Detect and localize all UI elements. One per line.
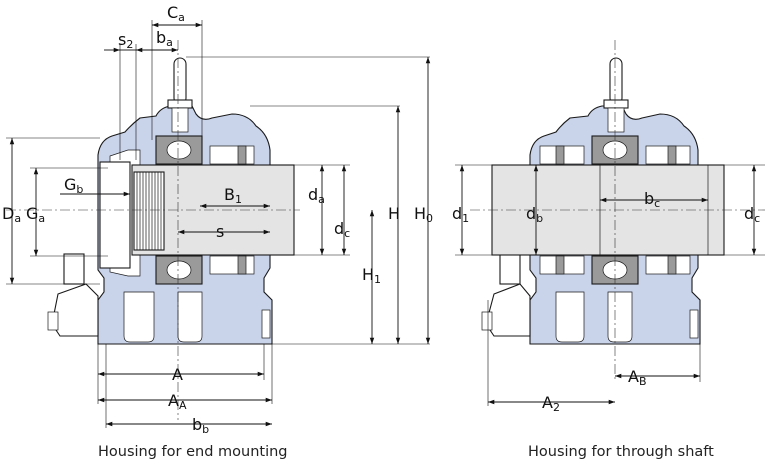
left-base-slot-2	[177, 291, 203, 343]
label-d1: d1	[452, 204, 469, 225]
label-b1: B1	[224, 185, 242, 206]
label-da-outer: Da	[2, 204, 21, 225]
label-gb: Gb	[64, 175, 83, 196]
label-db: db	[526, 204, 543, 225]
label-aa: AA	[168, 391, 187, 412]
label-s2: s2	[118, 30, 133, 51]
end-mounting-view: Ca s2 ba Gb Da Ga B1 s da dc H1 H H0 A A…	[2, 3, 433, 460]
label-h: H	[388, 204, 400, 223]
label-s: s	[216, 222, 224, 241]
label-h0: H0	[414, 204, 433, 225]
label-ab: AB	[628, 367, 647, 388]
label-h1: H1	[362, 265, 381, 286]
end-cover	[99, 161, 131, 269]
lifting-bolt	[167, 57, 193, 133]
right-lifting-bolt	[603, 57, 629, 133]
label-a: A	[172, 365, 183, 384]
label-bc: bc	[644, 189, 660, 210]
right-oil-gauge	[481, 253, 531, 337]
label-ba: ba	[156, 28, 173, 49]
caption-through-shaft: Housing for through shaft	[528, 444, 714, 460]
label-dc-right: dc	[744, 204, 760, 225]
oil-gauge	[47, 253, 99, 337]
label-ca: Ca	[167, 3, 185, 24]
through-shaft-view: d1 db bc dc AB A2 Housing for through sh…	[452, 40, 765, 460]
label-bb: bb	[192, 415, 209, 436]
label-ga: Ga	[26, 204, 45, 225]
label-dc: dc	[334, 219, 350, 240]
shaft-thread	[133, 171, 165, 251]
label-a2: A2	[542, 393, 560, 414]
caption-end-mounting: Housing for end mounting	[98, 444, 288, 460]
label-da-shaft: da	[308, 185, 325, 206]
left-base-slot-1	[123, 291, 155, 343]
